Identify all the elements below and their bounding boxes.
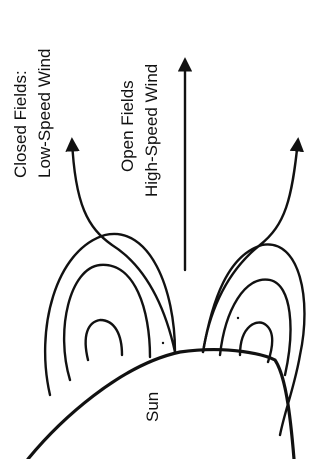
right-middle-loop bbox=[220, 280, 290, 375]
left-inner-loop bbox=[86, 320, 122, 360]
closed-fields-label-line1: Closed Fields: bbox=[11, 70, 30, 178]
closed-fields-label-line2: Low-Speed Wind bbox=[35, 49, 54, 178]
open-fields-label-line1: Open Fields bbox=[118, 80, 137, 172]
right-open-field-line bbox=[203, 140, 298, 352]
speck-dot bbox=[237, 317, 239, 319]
speck-dot bbox=[162, 342, 164, 344]
left-outer-loop bbox=[45, 234, 175, 395]
sun-label: Sun bbox=[143, 392, 162, 422]
open-fields-label-line2: High-Speed Wind bbox=[142, 64, 161, 197]
